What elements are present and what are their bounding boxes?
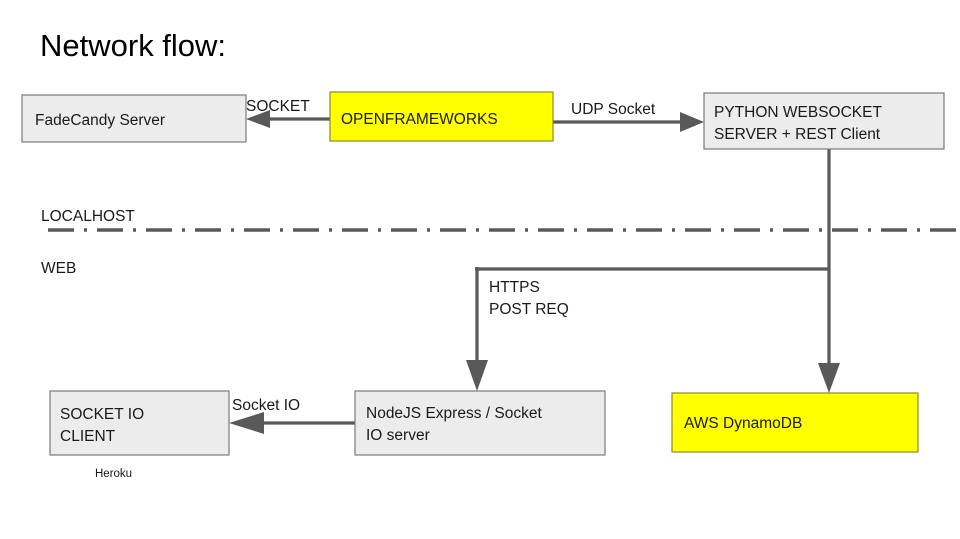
- node-aws-dynamodb-label: AWS DynamoDB: [684, 415, 802, 432]
- edge-socket-io-arrowhead: [229, 412, 264, 434]
- node-aws-dynamodb[interactable]: AWS DynamoDB: [671, 392, 919, 453]
- edge-socket-arrowhead: [246, 110, 270, 128]
- node-fadecandy-server[interactable]: FadeCandy Server: [21, 94, 247, 143]
- node-nodejs-server-line1: NodeJS Express / Socket: [366, 405, 542, 422]
- zone-label-web: WEB: [41, 260, 76, 277]
- edge-https-post: HTTPS POST REQ: [466, 267, 569, 391]
- edge-socket: SOCKET: [246, 98, 330, 128]
- node-openframeworks-label: OPENFRAMEWORKS: [341, 111, 498, 128]
- node-socket-io-client[interactable]: SOCKET IO CLIENT Heroku: [49, 390, 230, 480]
- node-fadecandy-server-rect[interactable]: [21, 94, 247, 143]
- edge-socket-io-label: Socket IO: [232, 397, 300, 414]
- node-aws-dynamodb-rect[interactable]: [671, 392, 919, 453]
- node-python-websocket-server[interactable]: PYTHON WEBSOCKET SERVER + REST Client: [703, 92, 945, 150]
- node-openframeworks[interactable]: OPENFRAMEWORKS: [329, 91, 554, 142]
- edge-socket-label: SOCKET: [246, 98, 310, 115]
- edge-dynamo-arrowhead: [818, 363, 840, 393]
- node-socket-io-client-rect[interactable]: [49, 390, 230, 456]
- node-socket-io-client-line2: CLIENT: [60, 428, 116, 445]
- node-nodejs-server[interactable]: NodeJS Express / Socket IO server: [354, 390, 606, 456]
- edge-https-label-line2: POST REQ: [489, 301, 569, 318]
- node-fadecandy-server-label: FadeCandy Server: [35, 112, 165, 129]
- edge-udp-socket: UDP Socket: [553, 101, 704, 132]
- node-nodejs-server-line2: IO server: [366, 427, 430, 444]
- node-python-websocket-server-line2: SERVER + REST Client: [714, 126, 881, 143]
- node-socket-io-client-caption: Heroku: [95, 468, 132, 480]
- zone-divider: LOCALHOST WEB: [41, 208, 960, 277]
- page-title: Network flow:: [40, 28, 226, 63]
- edge-https-arrowhead: [466, 360, 488, 391]
- node-openframeworks-rect[interactable]: [329, 91, 554, 142]
- node-nodejs-server-rect[interactable]: [354, 390, 606, 456]
- edge-socket-io: Socket IO: [229, 397, 355, 434]
- edge-dynamo-write: [818, 269, 840, 393]
- edge-https-label-line1: HTTPS: [489, 279, 540, 296]
- edge-udp-socket-label: UDP Socket: [571, 101, 656, 118]
- node-python-websocket-server-rect[interactable]: [703, 92, 945, 150]
- node-socket-io-client-line1: SOCKET IO: [60, 406, 144, 423]
- zone-label-localhost: LOCALHOST: [41, 208, 135, 225]
- node-python-websocket-server-line1: PYTHON WEBSOCKET: [714, 104, 882, 121]
- edge-udp-socket-arrowhead: [680, 112, 704, 132]
